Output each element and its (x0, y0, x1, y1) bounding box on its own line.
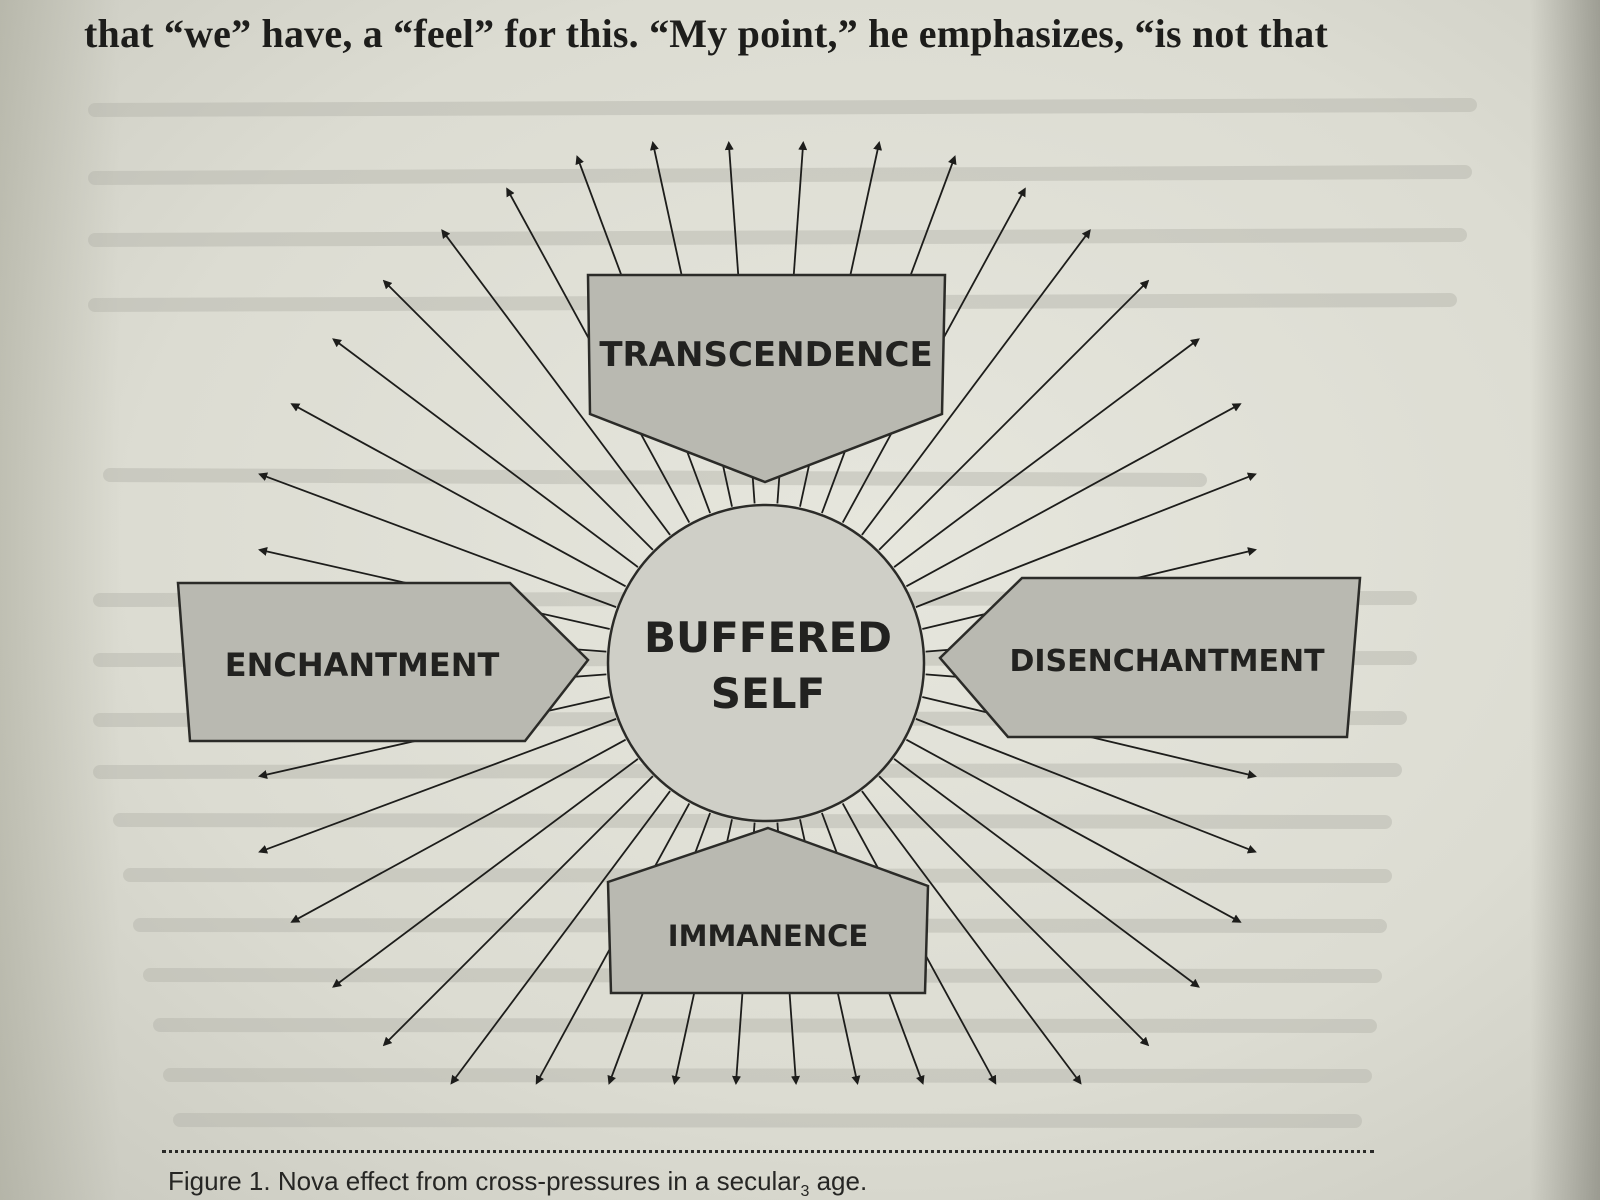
body-text-line: that “we” have, a “feel” for this. “My p… (84, 11, 1328, 56)
radiating-arrow (905, 738, 1242, 923)
page-gutter-shadow (0, 0, 120, 1200)
radiating-arrow (332, 758, 639, 988)
caption-divider (162, 1150, 1374, 1153)
disenchantment-box: DISENCHANTMENT (938, 576, 1362, 739)
caption-suffix: age. (809, 1166, 868, 1196)
radiating-arrow (258, 472, 617, 608)
transcendence-label: TRANSCENDENCE (599, 335, 932, 375)
radiating-arrow (332, 338, 639, 568)
buffered-self-circle: BUFFERED SELF (606, 503, 926, 823)
enchantment-label: ENCHANTMENT (225, 646, 500, 684)
radiating-arrow (893, 338, 1200, 568)
enchantment-box: ENCHANTMENT (176, 581, 590, 743)
immanence-label: IMMANENCE (668, 919, 868, 953)
center-label-line2: SELF (711, 669, 825, 718)
radiating-arrow (878, 279, 1150, 551)
radiating-arrow (382, 775, 654, 1047)
caption-subscript: 3 (800, 1183, 810, 1200)
radiating-arrow (915, 472, 1257, 608)
radiating-arrow (290, 403, 627, 588)
immanence-box: IMMANENCE (606, 826, 930, 995)
disenchantment-label: DISENCHANTMENT (1009, 644, 1325, 679)
radiating-arrow (382, 279, 654, 551)
page-edge-shadow (1530, 0, 1600, 1200)
radiating-arrow (450, 790, 671, 1085)
radiating-arrow (441, 229, 671, 536)
center-label-line1: BUFFERED (644, 613, 892, 662)
radiating-arrow (258, 718, 617, 854)
caption-prefix: Figure 1. Nova effect from cross-pressur… (168, 1166, 801, 1196)
radiating-arrow (861, 229, 1091, 536)
radiating-arrow (905, 403, 1242, 588)
radiating-arrow (290, 738, 627, 923)
radiating-arrow (915, 718, 1257, 854)
radiating-arrow (861, 790, 1082, 1085)
radiating-arrow (893, 758, 1200, 988)
radiating-arrow (878, 775, 1150, 1047)
figure-caption: Figure 1. Nova effect from cross-pressur… (168, 1166, 867, 1200)
transcendence-box: TRANSCENDENCE (586, 273, 947, 484)
